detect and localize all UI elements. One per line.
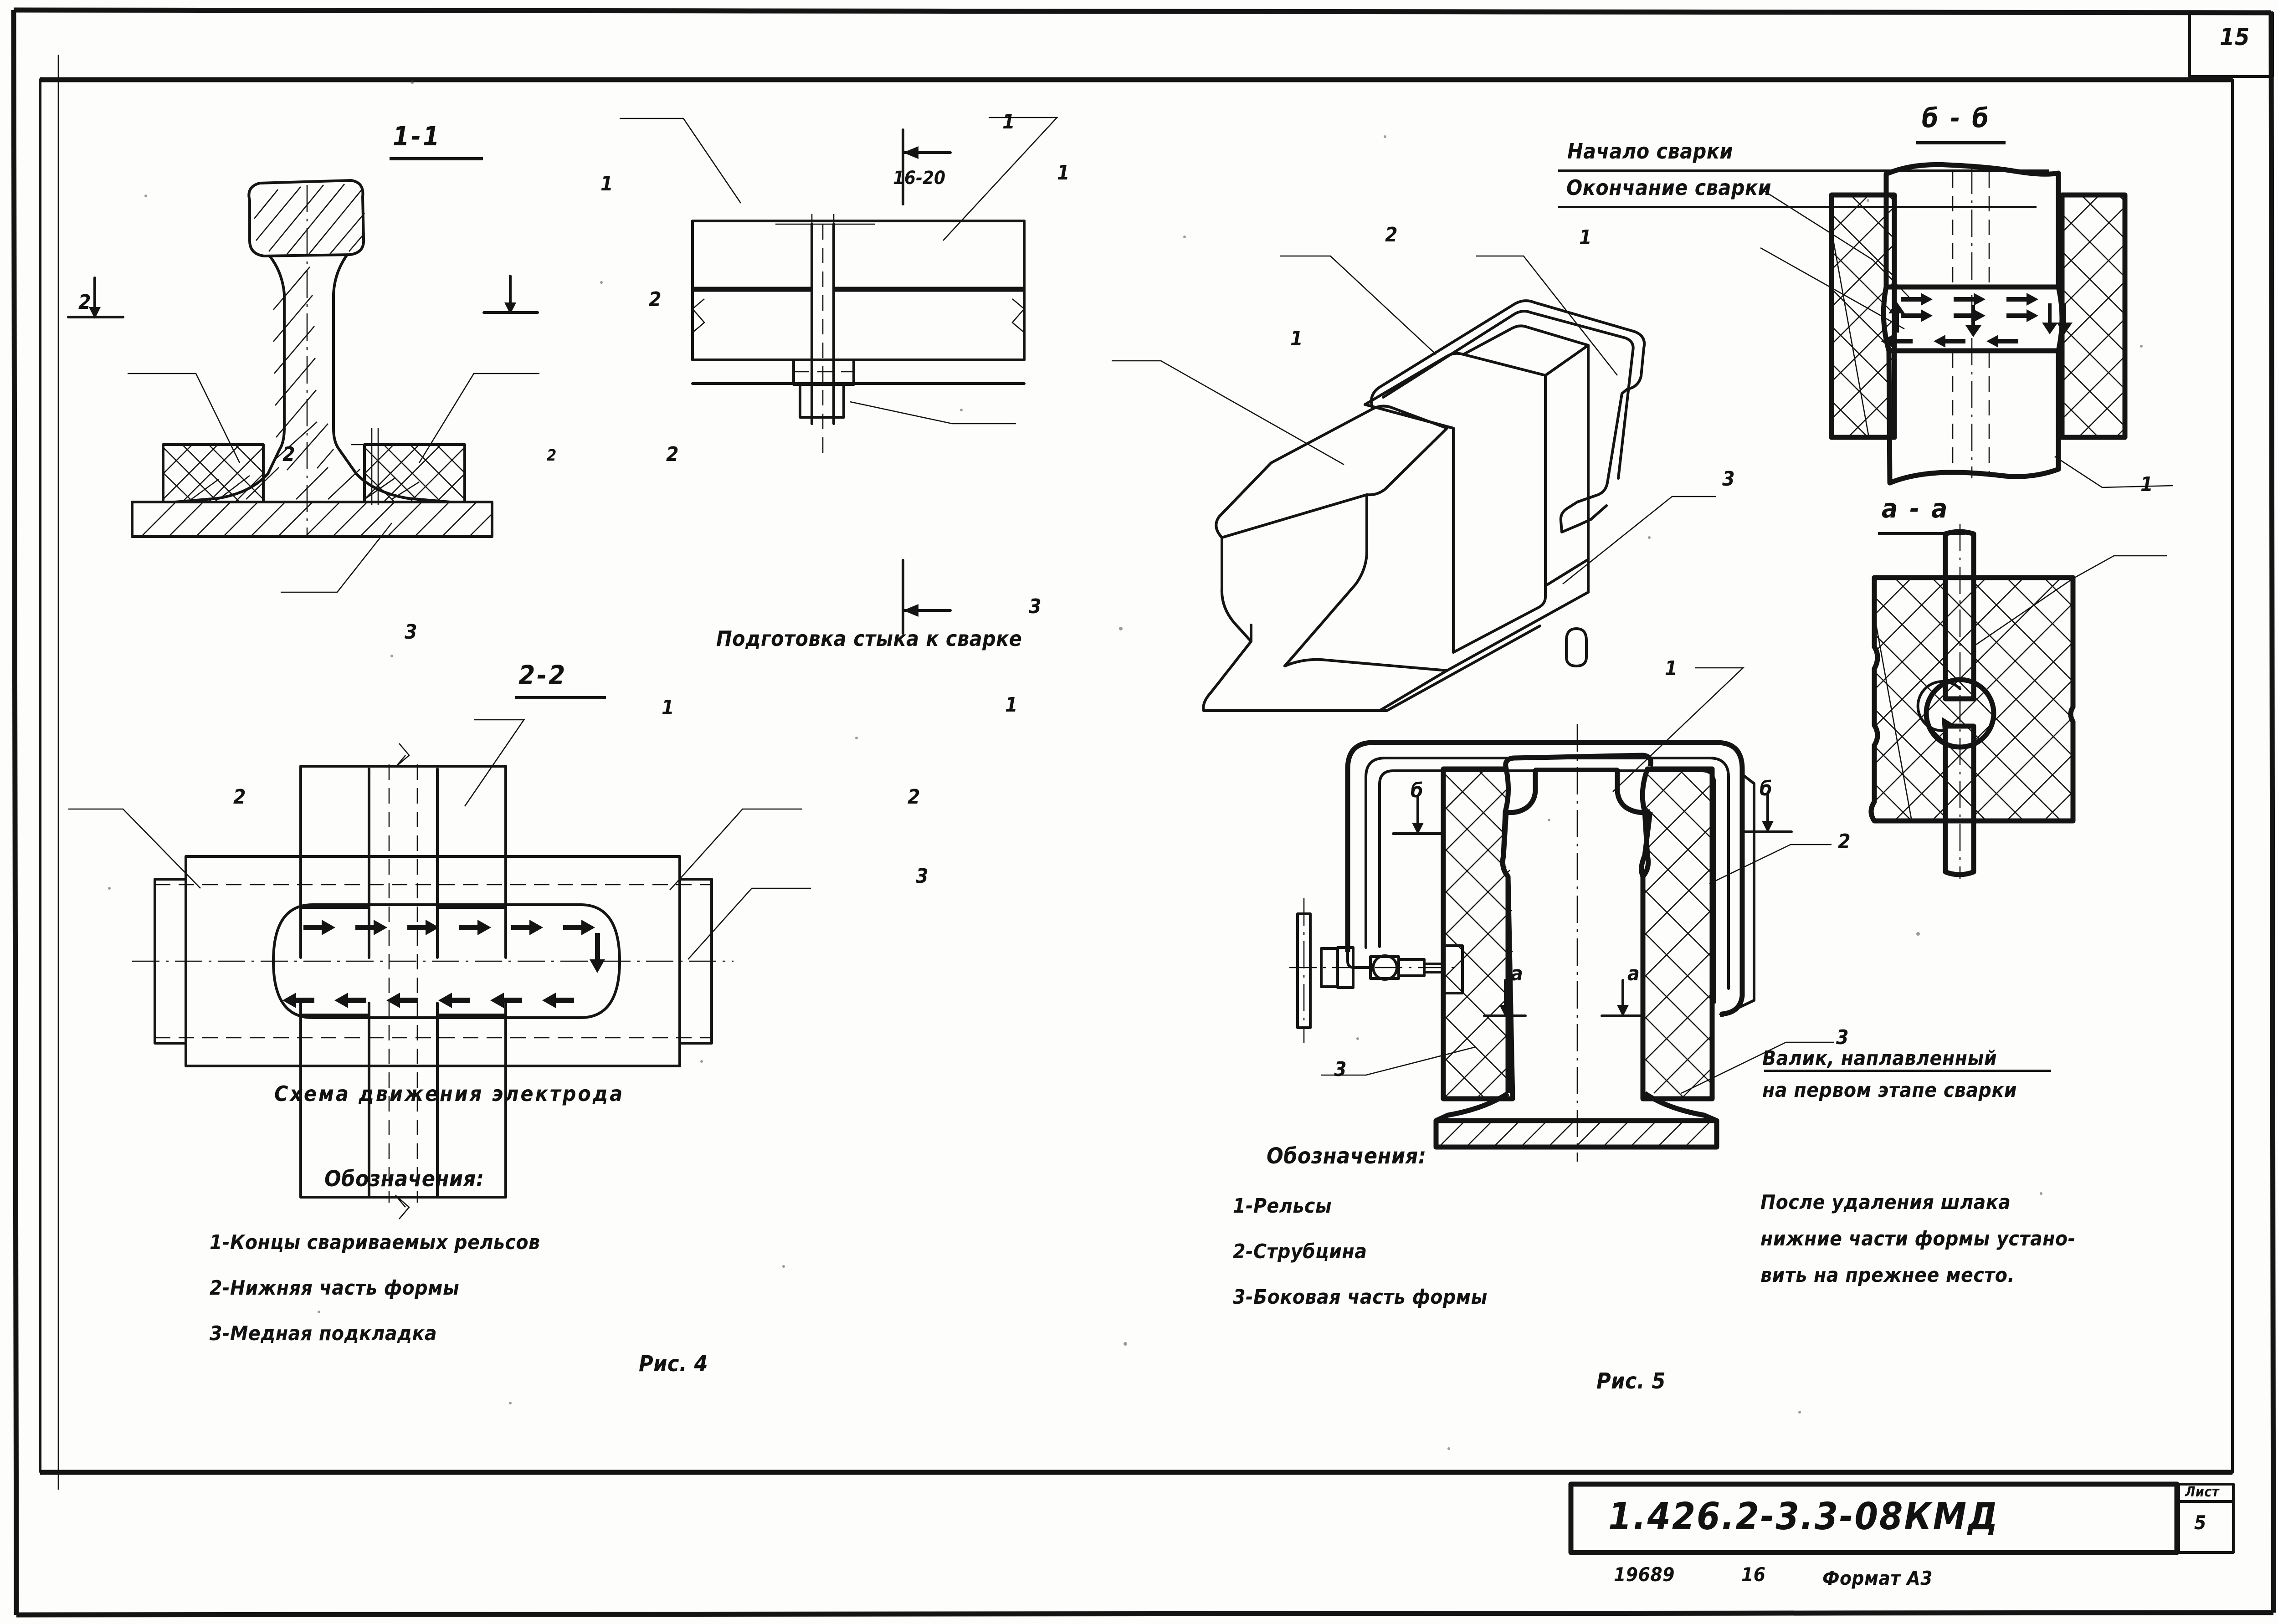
callout-3-iso: 3 — [1722, 467, 1735, 491]
figure4-caption: Рис. 4 — [639, 1351, 708, 1377]
section-title-a-a-underline — [1878, 532, 1965, 535]
callout-2-left-2-2: 2 — [233, 785, 246, 809]
legend4-title: Обозначения: — [324, 1166, 484, 1192]
section-mark-b-right: б — [1760, 777, 1773, 800]
callout-3-prep: 3 — [1029, 595, 1042, 618]
page-number: 15 — [2220, 24, 2250, 51]
note5-line-2: нижние части формы устано- — [1760, 1227, 2076, 1250]
rail-section-1-1 — [67, 179, 539, 593]
gap-dimension-label: 16-20 — [893, 168, 946, 189]
label-bead-line2: на первом этапе сварки — [1762, 1079, 2017, 1102]
drawing-code: 1.426.2-3.3-08КМД — [1608, 1495, 1999, 1538]
label-weld-end: Окончание сварки — [1566, 175, 1772, 200]
legend4-item-2: 2-Нижняя часть формы — [210, 1276, 460, 1300]
label-bead-line1: Валик, наплавленный — [1762, 1047, 1997, 1070]
section-title-1-1-underline — [390, 157, 483, 160]
legend4-item-1: 1-Концы свариваемых рельсов — [210, 1231, 540, 1254]
format-note: Формат А3 — [1822, 1567, 1933, 1589]
label-weld-start: Начало сварки — [1567, 139, 1733, 164]
callout-1-clamp: 1 — [1665, 657, 1678, 680]
sheet-label: Лист — [2185, 1484, 2219, 1500]
section-mark-1-bottom: 1 — [1005, 693, 1018, 717]
callout-1-iso-left: 1 — [1290, 327, 1303, 350]
section-a-a-drawing — [1868, 524, 2167, 879]
legend5-item-3: 3-Боковая часть формы — [1233, 1286, 1488, 1309]
callout-2-iso: 2 — [1385, 223, 1398, 246]
section-title-b-b: б - б — [1922, 102, 1991, 133]
legend5-item-1: 1-Рельсы — [1233, 1194, 1332, 1218]
archive-number: 19689 — [1614, 1563, 1675, 1586]
figure5-caption: Рис. 5 — [1596, 1368, 1666, 1394]
callout-2-right-1-1: 2 — [666, 443, 679, 466]
legend5-item-2: 2-Струбцина — [1233, 1240, 1367, 1263]
section-title-b-b-underline — [1916, 141, 2006, 144]
sheet-number: 5 — [2194, 1511, 2206, 1534]
section-mark-1-top: 1 — [1002, 110, 1016, 133]
section-mark-2-right: 2 — [649, 288, 662, 311]
callout-3-clamp-left: 3 — [1334, 1058, 1347, 1081]
callout-2-clamp: 2 — [1838, 830, 1851, 853]
callout-2-left-1-1: 2 — [282, 443, 296, 466]
callout-1-bb: 1 — [2140, 473, 2154, 496]
caption-electrode-scheme: Схема движения электрода — [274, 1081, 625, 1106]
section-mark-a-left: а — [1511, 962, 1524, 985]
section-b-b-drawing — [1760, 162, 2174, 488]
callout-1-prep-right: 1 — [1057, 161, 1070, 184]
note5-line-3: вить на прежнее место. — [1760, 1264, 2015, 1287]
callout-3-2-2: 3 — [916, 865, 929, 888]
label-weld-end-underline — [1558, 206, 2037, 208]
legend4-item-3: 3-Медная подкладка — [210, 1322, 437, 1345]
label-bead-underline — [1764, 1070, 2051, 1072]
note5-line-1: После удаления шлака — [1760, 1191, 2011, 1214]
section-mark-2-small: 2 — [547, 446, 557, 465]
caption-joint-preparation: Подготовка стыка к сварке — [716, 626, 1022, 651]
isometric-rail-mould-view — [1112, 255, 1716, 712]
callout-1-prep-top: 1 — [600, 172, 614, 195]
electrode-movement-plan — [68, 719, 811, 1219]
label-weld-start-underline — [1558, 169, 2049, 172]
callout-1-iso-right: 1 — [1579, 226, 1592, 249]
section-title-1-1: 1-1 — [393, 121, 441, 152]
section-title-2-2-underline — [515, 696, 606, 699]
section-mark-2-left: 2 — [78, 291, 92, 314]
archive-number-2: 16 — [1741, 1563, 1766, 1586]
callout-3-1-1: 3 — [405, 620, 418, 644]
joint-preparation-view — [620, 117, 1058, 635]
callout-2-right-2-2: 2 — [908, 785, 921, 809]
section-title-2-2: 2-2 — [518, 660, 567, 691]
clamp-front-view — [1289, 667, 1834, 1162]
section-mark-a-right: а — [1627, 962, 1640, 985]
section-mark-b-left: б — [1411, 779, 1424, 802]
legend5-title: Обозначения: — [1267, 1143, 1426, 1169]
section-title-a-a: а - а — [1882, 493, 1950, 524]
callout-3-clamp-right: 3 — [1836, 1026, 1849, 1049]
callout-1-2-2: 1 — [662, 696, 675, 719]
